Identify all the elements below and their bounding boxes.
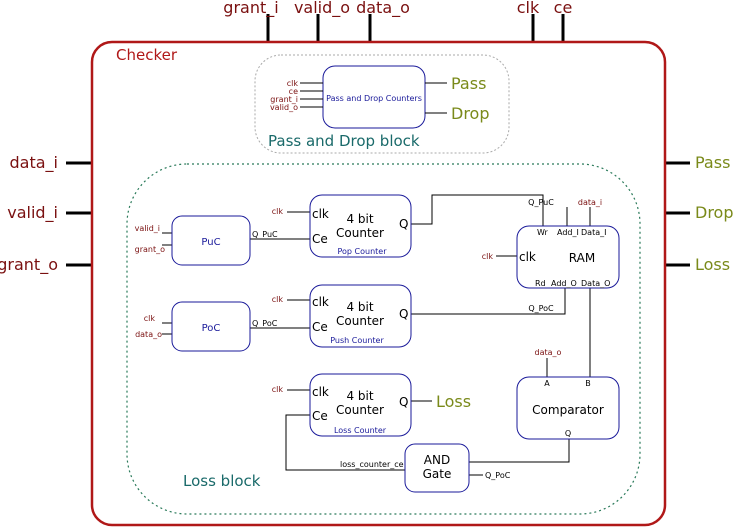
ram-rd-pin: Rd bbox=[535, 279, 546, 288]
puc-module bbox=[171, 215, 251, 266]
pop-counter-ce-pin: Ce bbox=[312, 232, 328, 246]
pass-drop-block-boundary bbox=[254, 54, 510, 154]
poc-input-data-o: data_o bbox=[135, 330, 162, 339]
loss-counter-caption: Loss Counter bbox=[334, 426, 387, 435]
port-label-drop: Drop bbox=[695, 203, 734, 222]
ram-data-o-pin: Data_O bbox=[581, 279, 610, 288]
port-label-grant-i: grant_i bbox=[223, 0, 278, 18]
puc-output-label: Q_PuC bbox=[252, 230, 278, 239]
comparator-a-pin: A bbox=[544, 379, 550, 388]
loss-counter-q-pin: Q bbox=[399, 395, 408, 409]
port-label-valid-i: valid_i bbox=[7, 203, 58, 223]
wire-and-to-loss-ce bbox=[285, 414, 405, 471]
comparator-data-o-input: data_o bbox=[535, 348, 562, 357]
loss-block-label: Loss block bbox=[183, 472, 261, 490]
left-ports: data_i valid_i grant_o bbox=[0, 153, 92, 275]
loss-counter-ce-pin: Ce bbox=[312, 409, 328, 423]
port-label-data-o: data_o bbox=[356, 0, 410, 18]
and-gate-line1: AND bbox=[424, 453, 450, 467]
loss-counter-line2: Counter bbox=[336, 403, 384, 417]
port-label-grant-o: grant_o bbox=[0, 255, 58, 275]
poc-input-clk: clk bbox=[144, 314, 156, 323]
port-label-pass: Pass bbox=[695, 153, 730, 172]
push-counter-clk-in-label: clk bbox=[272, 295, 284, 304]
ram-data-i-pin: Data_I bbox=[581, 228, 606, 237]
pop-counter-q-pin: Q bbox=[399, 217, 408, 231]
comparator-b-pin: B bbox=[585, 379, 591, 388]
and-gate-q-poc-input: Q_PoC bbox=[485, 471, 511, 480]
and-gate-module bbox=[404, 443, 470, 493]
pass-drop-counters-label: Pass and Drop Counters bbox=[326, 94, 422, 103]
push-counter-module bbox=[309, 284, 412, 348]
and-gate-output-wire-label: loss_counter_ce bbox=[340, 460, 404, 469]
ram-clk-pin: clk bbox=[519, 250, 536, 264]
checker-boundary bbox=[90, 40, 667, 527]
poc-label: PoC bbox=[202, 323, 221, 334]
ram-q-puc-label: Q_PuC bbox=[528, 198, 554, 207]
port-label-loss: Loss bbox=[695, 255, 730, 274]
push-counter-clk-pin: clk bbox=[312, 295, 329, 309]
checker-title: Checker bbox=[116, 46, 178, 64]
ram-q-poc-label: Q_PoC bbox=[528, 304, 554, 313]
port-label-clk: clk bbox=[517, 0, 540, 17]
loss-counter-output: Loss bbox=[436, 392, 471, 411]
push-counter-caption: Push Counter bbox=[330, 336, 384, 345]
port-label-valid-o: valid_o bbox=[294, 0, 350, 18]
port-label-ce: ce bbox=[554, 0, 573, 17]
pd-output-drop: Drop bbox=[451, 104, 490, 123]
right-ports: Pass Drop Loss bbox=[665, 153, 734, 274]
pd-input-ce: ce bbox=[289, 87, 298, 96]
loss-block-boundary bbox=[126, 163, 641, 515]
pop-counter-caption: Pop Counter bbox=[337, 247, 387, 256]
pop-counter-line2: Counter bbox=[336, 226, 384, 240]
wires bbox=[162, 194, 591, 476]
comparator-q-pin: Q bbox=[565, 429, 571, 438]
and-gate-line2: Gate bbox=[423, 467, 452, 481]
pop-counter-line1: 4 bit bbox=[346, 212, 373, 226]
push-counter-q-pin: Q bbox=[399, 307, 408, 321]
top-ports: grant_i valid_o data_o clk ce bbox=[223, 0, 572, 42]
loss-counter-clk-in-label: clk bbox=[272, 385, 284, 394]
pop-counter-module bbox=[309, 194, 412, 258]
pop-counter-clk-in-label: clk bbox=[272, 207, 284, 216]
ram-clk-in-label: clk bbox=[482, 252, 494, 261]
pass-drop-block-label: Pass and Drop block bbox=[268, 132, 420, 150]
pass-drop-counters-module bbox=[322, 65, 426, 129]
pd-output-pass: Pass bbox=[451, 74, 486, 93]
ram-label: RAM bbox=[569, 251, 595, 265]
poc-output-label: Q_PoC bbox=[252, 319, 278, 328]
ram-add-i-pin: Add_I bbox=[557, 228, 579, 237]
ram-module bbox=[516, 225, 620, 289]
pd-input-valid-o: valid_o bbox=[270, 103, 298, 112]
wire-push-q-to-ram-rd bbox=[411, 288, 566, 315]
ram-add-o-pin: Add_O bbox=[551, 279, 577, 288]
pass-drop-inputs: clk ce grant_i valid_o bbox=[270, 79, 323, 112]
push-counter-line2: Counter bbox=[336, 314, 384, 328]
port-label-data-i: data_i bbox=[10, 153, 58, 173]
ram-data-i-input: data_i bbox=[578, 198, 602, 207]
loss-counter-module bbox=[309, 373, 412, 437]
wire-comp-q-to-and bbox=[469, 439, 570, 463]
poc-module bbox=[171, 301, 251, 352]
comparator-module bbox=[516, 376, 620, 440]
puc-label: PuC bbox=[201, 237, 220, 248]
puc-input-grant-o: grant_o bbox=[135, 245, 165, 254]
pop-counter-clk-pin: clk bbox=[312, 207, 329, 221]
push-counter-line1: 4 bit bbox=[346, 300, 373, 314]
puc-input-valid-i: valid_i bbox=[135, 224, 160, 233]
loss-counter-clk-pin: clk bbox=[312, 385, 329, 399]
comparator-label: Comparator bbox=[532, 403, 604, 417]
loss-counter-line1: 4 bit bbox=[346, 389, 373, 403]
push-counter-ce-pin: Ce bbox=[312, 320, 328, 334]
pd-input-clk: clk bbox=[287, 79, 299, 88]
ram-wr-pin: Wr bbox=[537, 228, 549, 237]
pd-input-grant-i: grant_i bbox=[270, 95, 298, 104]
wire-pop-q-to-ram-wr bbox=[411, 194, 544, 226]
